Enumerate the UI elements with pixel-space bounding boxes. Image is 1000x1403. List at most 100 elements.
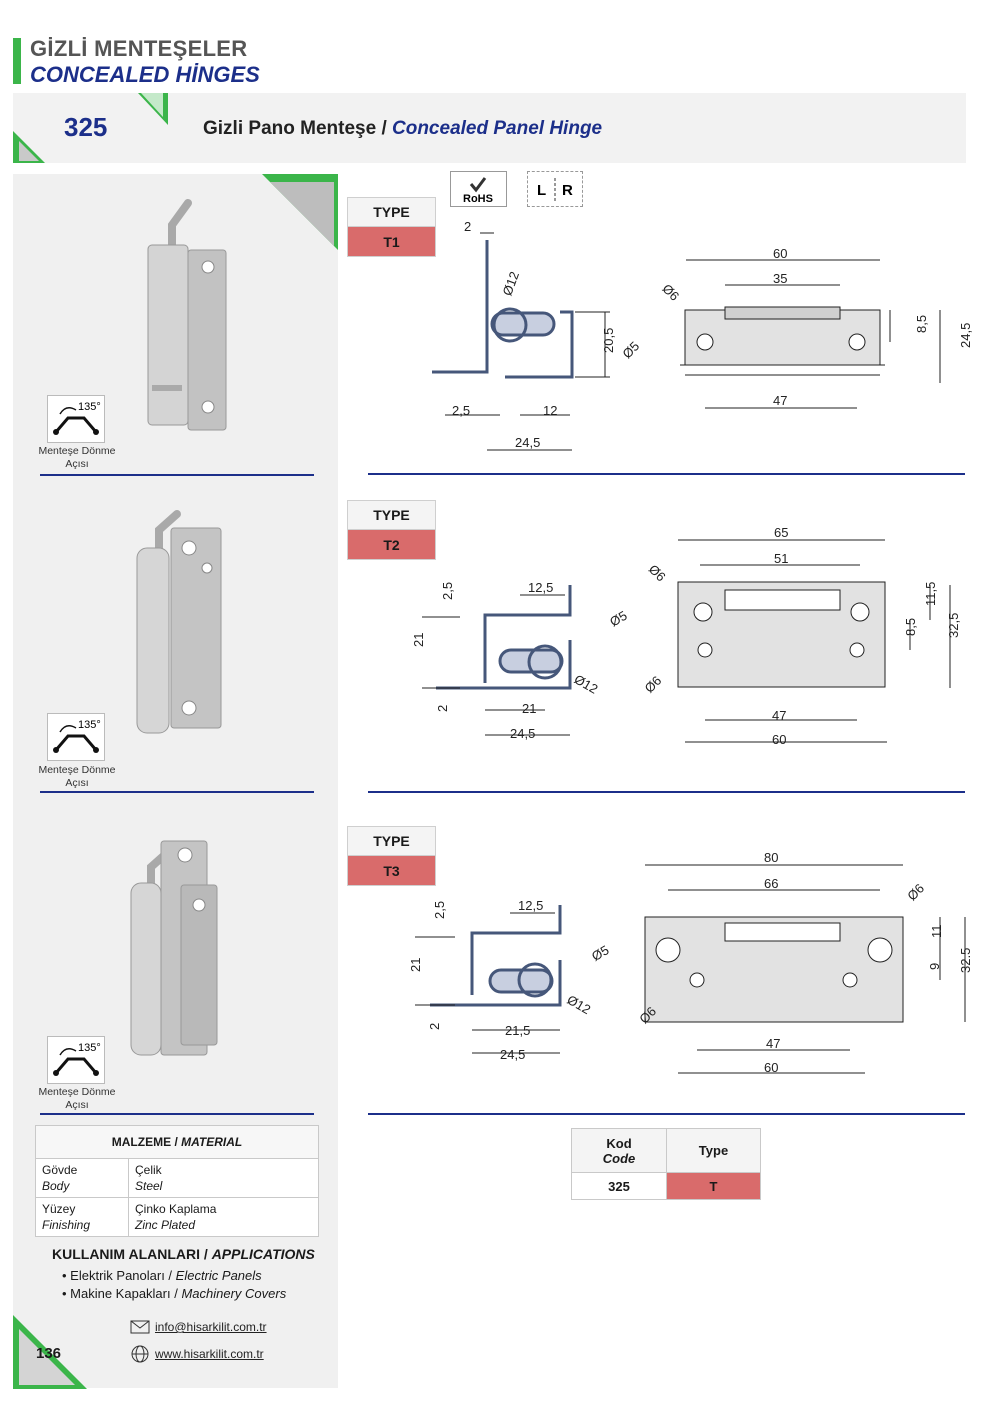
- svg-text:21: 21: [522, 701, 536, 716]
- section-title-en: CONCEALED HİNGES: [30, 62, 260, 87]
- hinge-photo-t2: [136, 510, 222, 734]
- svg-text:9: 9: [927, 963, 942, 970]
- type-value: T3: [347, 856, 436, 886]
- svg-text:Ø5: Ø5: [619, 338, 642, 361]
- angle-value: 135°: [78, 1042, 101, 1054]
- svg-text:Ø12: Ø12: [499, 269, 522, 297]
- type-label: TYPE: [347, 826, 436, 856]
- svg-text:Ø12: Ø12: [572, 671, 601, 696]
- svg-text:R: R: [562, 182, 573, 199]
- svg-text:32,5: 32,5: [958, 948, 970, 973]
- website-link[interactable]: www.hisarkilit.com.tr: [155, 1347, 264, 1361]
- svg-text:12,5: 12,5: [518, 898, 543, 913]
- divider: [40, 474, 314, 476]
- type-label: TYPE: [347, 197, 436, 227]
- product-title: Gizli Pano Menteşe / Concealed Panel Hin…: [203, 118, 602, 140]
- svg-text:Ø6: Ø6: [646, 562, 669, 585]
- rohs-badge: RoHS: [450, 171, 507, 207]
- svg-text:20,5: 20,5: [601, 328, 616, 353]
- hinge-photo-t3: [130, 840, 218, 1056]
- svg-text:Ø5: Ø5: [607, 608, 630, 630]
- svg-text:12,5: 12,5: [528, 580, 553, 595]
- page-number: 136: [36, 1345, 62, 1362]
- title-separator: /: [381, 118, 387, 139]
- svg-text:60: 60: [772, 732, 786, 747]
- product-band: [13, 93, 966, 163]
- type-box-t1: TYPE T1: [347, 197, 436, 257]
- type-value: T1: [347, 227, 436, 257]
- svg-text:65: 65: [774, 525, 788, 540]
- svg-text:12: 12: [543, 403, 557, 418]
- svg-text:Ø6: Ø6: [904, 881, 927, 904]
- svg-text:80: 80: [764, 850, 778, 865]
- header-accent-bar: [13, 38, 21, 84]
- svg-text:51: 51: [774, 551, 788, 566]
- svg-text:8,5: 8,5: [903, 618, 918, 636]
- type-value: T2: [347, 530, 436, 560]
- svg-text:35: 35: [773, 271, 787, 286]
- angle-value: 135°: [78, 719, 101, 731]
- product-name-tr: Gizli Pano Menteşe: [203, 118, 377, 139]
- svg-text:Ø5: Ø5: [589, 942, 612, 964]
- type-box-t3: TYPE T3: [347, 826, 436, 886]
- product-name-en: Concealed Panel Hinge: [392, 118, 603, 139]
- svg-text:24,5: 24,5: [958, 323, 973, 348]
- green-corner-decoration: [13, 93, 168, 163]
- svg-text:47: 47: [766, 1036, 780, 1051]
- list-item: • Makine Kapakları / Machinery Covers: [62, 1286, 287, 1301]
- svg-text:2,5: 2,5: [440, 582, 455, 600]
- divider: [40, 791, 314, 793]
- svg-text:24,5: 24,5: [515, 435, 540, 450]
- drawing-t2: 12,5 2,5 21 2 Ø12 21 24,5 65 51 Ø6 Ø5 Ø6…: [411, 525, 961, 747]
- svg-text:Ø12: Ø12: [565, 992, 594, 1017]
- applications-title: KULLANIM ALANLARI / APPLICATIONS: [52, 1246, 315, 1262]
- svg-text:21: 21: [411, 633, 426, 647]
- svg-text:8,5: 8,5: [914, 315, 929, 333]
- type-label: TYPE: [347, 500, 436, 530]
- drawing-t3: 12,5 2,5 21 2 Ø12 21,5 24,5 80 66 Ø6 Ø5 …: [408, 850, 970, 1075]
- svg-text:2: 2: [427, 1023, 442, 1030]
- angle-value: 135°: [78, 401, 101, 413]
- divider: [40, 1113, 314, 1115]
- svg-text:60: 60: [764, 1060, 778, 1075]
- svg-text:2: 2: [435, 705, 450, 712]
- svg-text:24,5: 24,5: [500, 1047, 525, 1062]
- rotation-angle-icon: 135°: [47, 1036, 105, 1084]
- drawing-t1: 2 Ø12 20,5 2,5 12 24,5 60 35 Ø6 Ø5 8,5 2…: [432, 219, 973, 451]
- section-title-tr: GİZLİ MENTEŞELER: [30, 36, 248, 61]
- sidebar-corner-decoration: [262, 174, 338, 250]
- svg-text:11: 11: [929, 925, 944, 939]
- svg-text:11,5: 11,5: [923, 582, 938, 606]
- svg-text:2,5: 2,5: [432, 901, 447, 919]
- hinge-photo-t1: [147, 199, 227, 431]
- type-box-t2: TYPE T2: [347, 500, 436, 560]
- svg-text:2: 2: [464, 219, 471, 234]
- svg-text:Ø6: Ø6: [659, 281, 682, 304]
- rotation-angle-icon: 135°: [47, 395, 105, 443]
- svg-text:24,5: 24,5: [510, 726, 535, 741]
- svg-text:2,5: 2,5: [452, 403, 470, 418]
- svg-text:21,5: 21,5: [505, 1023, 530, 1038]
- svg-text:66: 66: [764, 876, 778, 891]
- divider: [368, 791, 965, 793]
- svg-text:Ø6: Ø6: [642, 673, 665, 696]
- svg-text:60: 60: [773, 246, 787, 261]
- page-corner-decoration: [13, 1315, 87, 1389]
- svg-text:L: L: [537, 182, 546, 199]
- list-item: • Elektrik Panoları / Electric Panels: [62, 1268, 262, 1283]
- svg-text:47: 47: [773, 393, 787, 408]
- material-heading: MALZEME / MATERIAL: [35, 1125, 319, 1159]
- svg-text:21: 21: [408, 958, 423, 972]
- rohs-label: RoHS: [463, 193, 493, 205]
- divider: [368, 1113, 965, 1115]
- email-link[interactable]: info@hisarkilit.com.tr: [155, 1320, 267, 1334]
- svg-text:47: 47: [772, 708, 786, 723]
- rotation-angle-icon: 135°: [47, 713, 105, 761]
